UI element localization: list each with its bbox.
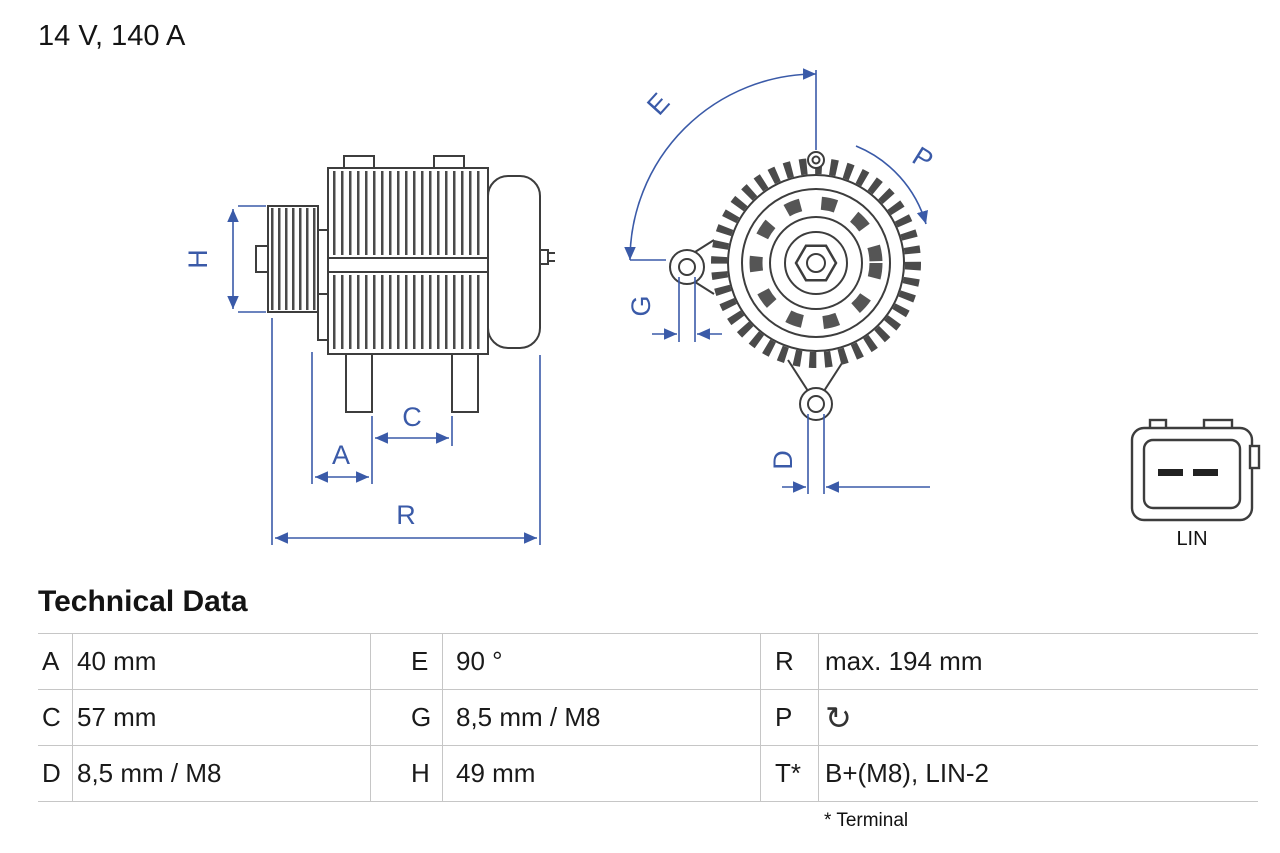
dim-label-A: A xyxy=(332,440,350,470)
spec-label-D: D xyxy=(38,746,72,802)
spec-value-P: ↻ xyxy=(818,690,1258,746)
spec-value-C: 57 mm xyxy=(72,690,370,746)
terminal-footnote: * Terminal xyxy=(824,810,909,831)
spec-label-T: T* xyxy=(760,746,818,802)
dim-label-G: G xyxy=(626,295,656,316)
alternator-technical-drawing: H A C R E P G D LIN xyxy=(183,68,1261,550)
spec-value-G: 8,5 mm / M8 xyxy=(442,690,760,746)
connector-label: LIN xyxy=(1176,528,1207,550)
dim-label-P: P xyxy=(907,141,938,176)
spec-label-H: H xyxy=(370,746,442,802)
spec-label-E: E xyxy=(370,634,442,690)
dim-label-H: H xyxy=(183,249,213,269)
spec-value-H: 49 mm xyxy=(442,746,760,802)
dim-label-R: R xyxy=(396,500,416,530)
spec-value-A: 40 mm xyxy=(72,634,370,690)
alternator-side-view xyxy=(255,155,555,413)
spec-label-C: C xyxy=(38,690,72,746)
spec-label-P: P xyxy=(760,690,818,746)
voltage-current-rating: 14 V, 140 A xyxy=(38,20,186,52)
spec-label-R: R xyxy=(760,634,818,690)
lin-connector-icon xyxy=(1130,418,1261,522)
dim-label-E: E xyxy=(641,87,675,120)
dim-label-C: C xyxy=(402,402,422,432)
technical-data-title: Technical Data xyxy=(38,585,248,618)
spec-value-E: 90 ° xyxy=(442,634,760,690)
spec-value-D: 8,5 mm / M8 xyxy=(72,746,370,802)
alternator-front-view xyxy=(669,151,921,421)
spec-value-R: max. 194 mm xyxy=(818,634,1258,690)
spec-label-G: G xyxy=(370,690,442,746)
rotation-cw-icon: ↻ xyxy=(825,699,852,736)
technical-data-table: A 40 mm E 90 ° R max. 194 mm C 57 mm G 8… xyxy=(38,633,1258,802)
spec-label-A: A xyxy=(38,634,72,690)
dim-label-D: D xyxy=(768,450,798,470)
technical-data-section: Technical Data A 40 mm E 90 ° R max. 194… xyxy=(38,585,1258,832)
spec-value-T: B+(M8), LIN-2 xyxy=(818,746,1258,802)
dimension-annotations xyxy=(227,68,930,545)
